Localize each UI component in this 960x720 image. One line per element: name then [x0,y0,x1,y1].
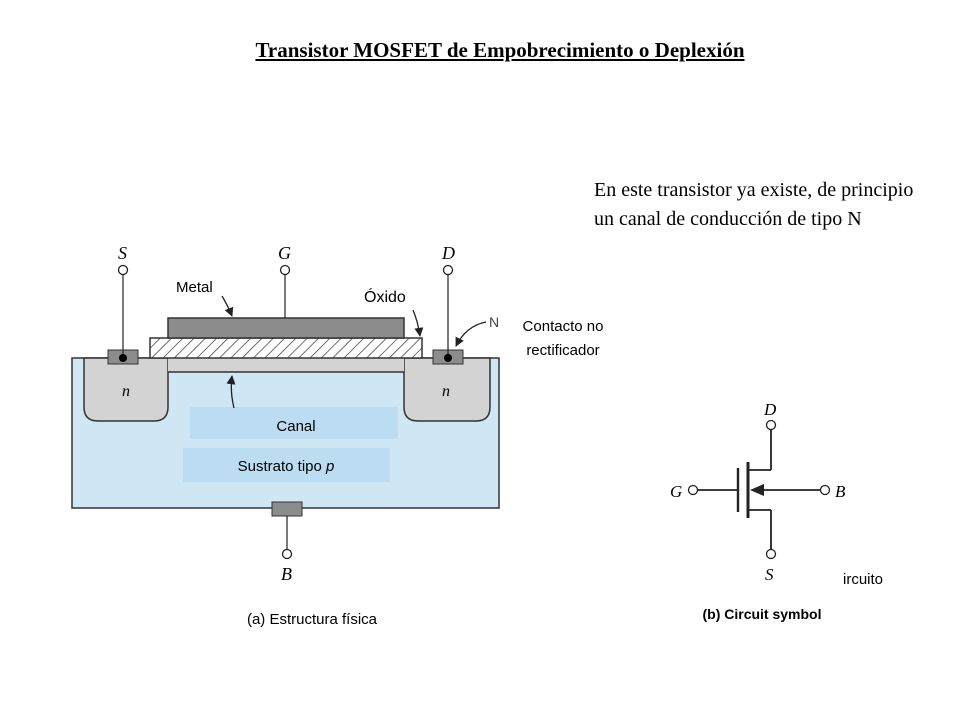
channel-region [168,358,404,372]
oxide-layer [149,337,423,359]
metal-gate [167,317,405,339]
symbol-drain-letter: D [763,400,777,419]
substrate-label: Sustrato tipo p [238,458,335,475]
n-region-left [83,357,169,422]
metal-label: Metal [176,279,213,296]
canal-highlight [190,407,398,439]
metal-pointer-arrow [221,295,234,317]
symbol-cut-text: ircuito [843,571,883,588]
symbol-body-arrow [750,484,764,496]
symbol-gate-terminal [687,484,699,496]
symbol-body-letter: B [835,482,846,501]
symbol-gate-letter: G [670,482,682,501]
source-letter: S [118,243,127,263]
oxide-pointer-arrow [412,309,424,337]
circuit-symbol: D G S B ircuito (b) Circuit symbol [670,400,883,622]
description-text: En este transistor ya existe, de princip… [594,179,914,230]
gate-letter: G [278,243,291,263]
n-left-label: n [122,383,130,400]
drain-letter: D [441,243,455,263]
symbol-drain-terminal [765,419,777,431]
symbol-source-letter: S [765,565,774,584]
substrate-highlight [183,448,390,482]
channel-pointer-arrow [226,375,236,409]
contact-label-line1: Contacto no [523,318,604,335]
n-right-label: n [442,383,450,400]
gate-terminal [279,264,291,276]
body-contact [271,501,303,517]
source-terminal [117,264,129,276]
contact-pointer-arrow [455,321,487,347]
page-title: Transistor MOSFET de Empobrecimiento o D… [255,38,745,62]
symbol-body-terminal [819,484,831,496]
symbol-source-terminal [765,548,777,560]
n-region-right [403,357,491,422]
contact-label-line2: rectificador [526,342,599,359]
cut-glyph: N [489,314,499,330]
body-letter: B [281,564,292,584]
physical-structure: S G D B Metal Óxido N Contacto no rectif… [71,243,604,628]
channel-label: Canal [276,418,315,435]
caption-b: (b) Circuit symbol [702,606,821,622]
drain-terminal [442,264,454,276]
oxide-label: Óxido [364,287,406,306]
caption-a: (a) Estructura física [247,611,378,628]
body-terminal [281,548,293,560]
